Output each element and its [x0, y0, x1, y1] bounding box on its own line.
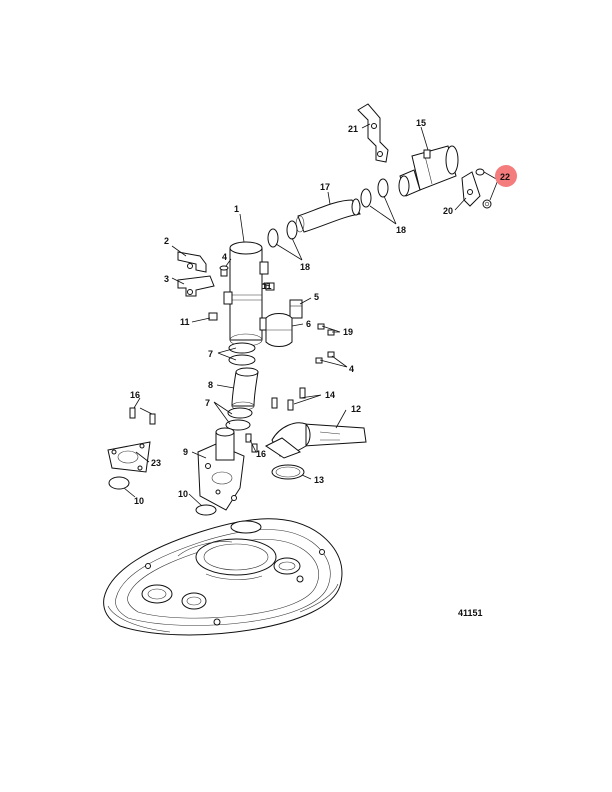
gasket-13	[271, 464, 305, 480]
callout-11-upper: 11	[262, 281, 272, 291]
callout-4-upper: 4	[222, 252, 227, 262]
callout-7-lower: 7	[205, 398, 210, 408]
bracket-3	[177, 275, 215, 297]
hose-clamps-18-right	[360, 178, 389, 208]
callout-21: 21	[348, 124, 358, 134]
callout-17: 17	[320, 182, 330, 192]
callout-19: 19	[343, 327, 353, 337]
bracket-2	[177, 251, 207, 273]
callout-7-upper: 7	[208, 349, 213, 359]
callout-11-lower: 11	[180, 317, 190, 327]
hose-clamps-18-left	[267, 220, 298, 248]
callout-16-center: 16	[256, 449, 266, 459]
callout-23: 23	[151, 458, 161, 468]
hose-clamps-7-upper	[228, 342, 256, 366]
fasteners-22	[475, 168, 492, 209]
bracket-20	[461, 171, 481, 207]
bolts-16-left	[129, 407, 156, 425]
callout-3: 3	[164, 274, 169, 284]
clamp-6	[265, 313, 293, 347]
callout-12: 12	[351, 404, 361, 414]
bolts-14	[271, 387, 306, 411]
hose-8	[231, 367, 259, 411]
callout-1: 1	[234, 204, 239, 214]
callout-10-bottom: 10	[178, 489, 188, 499]
callout-2: 2	[164, 236, 169, 246]
callout-9: 9	[183, 447, 188, 457]
callout-14: 14	[325, 390, 335, 400]
exhaust-adaptor-9	[197, 427, 245, 511]
gasket-10-left	[108, 476, 130, 490]
nut-11-upper	[265, 282, 275, 291]
callout-highlight	[495, 165, 517, 187]
figure-number: 41151	[458, 608, 483, 618]
gasket-10-bottom	[195, 504, 217, 516]
bracket-21	[357, 103, 389, 163]
exhaust-manifold-tube	[223, 241, 269, 347]
hose-17	[295, 198, 361, 233]
leader-lines	[123, 123, 499, 507]
callout-10-left: 10	[134, 496, 144, 506]
callout-20: 20	[443, 206, 453, 216]
bolts-16-center	[245, 433, 258, 453]
nut-11-lower	[208, 312, 218, 321]
callout-18-right: 18	[396, 225, 406, 235]
bracket-5	[289, 299, 303, 319]
callout-13: 13	[314, 475, 324, 485]
callout-5: 5	[314, 292, 319, 302]
bolt-4-upper	[219, 265, 229, 277]
callout-16-left: 16	[130, 390, 140, 400]
callout-labels: 1 2 3 4 11 11 5 6 19 4 7 8 7 9 16 16 23 …	[130, 118, 510, 506]
callout-6: 6	[306, 319, 311, 329]
engine-base-plate	[103, 518, 343, 636]
muffler-15	[398, 145, 459, 197]
hose-clamps-7-lower	[225, 407, 253, 431]
gasket-plate-23	[107, 441, 151, 473]
callout-18-left: 18	[300, 262, 310, 272]
callout-4-lower: 4	[349, 364, 354, 374]
callout-8: 8	[208, 380, 213, 390]
callout-15: 15	[416, 118, 426, 128]
exhaust-pipe-12	[265, 422, 367, 459]
callout-22: 22	[500, 172, 510, 182]
